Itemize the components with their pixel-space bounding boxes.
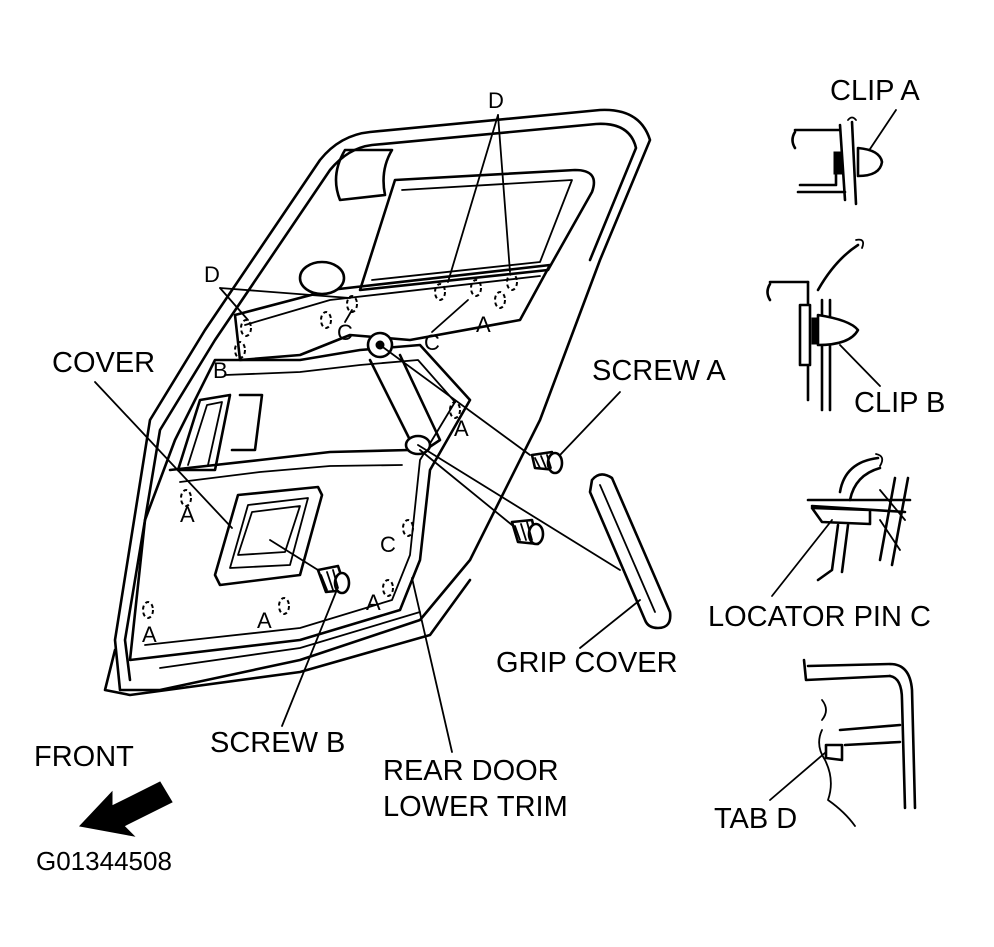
screw-a-part <box>379 344 564 475</box>
locator-pin-c-label: LOCATOR PIN C <box>708 601 931 633</box>
rear-door-lower-trim-label-line1: REAR DOOR <box>383 755 559 787</box>
tab-d-label: TAB D <box>714 803 797 835</box>
clip-b-label: CLIP B <box>854 387 945 419</box>
rear-door-lower-trim-label-line2: LOWER TRIM <box>383 791 568 823</box>
callout-c-1: C <box>337 320 353 345</box>
clip-a-label: CLIP A <box>830 75 920 107</box>
callout-a-6: A <box>366 590 381 615</box>
callout-c-3: C <box>380 532 396 557</box>
front-label: FRONT <box>34 741 134 773</box>
rear-door-lower-trim-drawing <box>103 108 652 697</box>
front-indicator: FRONT <box>34 741 173 837</box>
grip-cover-label: GRIP COVER <box>496 647 678 679</box>
tab-d-detail: TAB D <box>714 658 917 835</box>
screw-b-label: SCREW B <box>210 727 345 759</box>
front-arrow-icon <box>79 781 173 837</box>
figure-code: G01344508 <box>36 846 172 876</box>
clip-b-detail: CLIP B <box>766 238 945 419</box>
screw-a-label: SCREW A <box>592 355 726 387</box>
callout-d-left: D <box>204 262 220 287</box>
callout-c-2: C <box>424 330 440 355</box>
locator-pin-c-detail: LOCATOR PIN C <box>708 453 931 633</box>
callout-a-5: A <box>257 608 272 633</box>
callout-a-4: A <box>142 622 157 647</box>
callout-d-top: D <box>488 88 504 113</box>
screw-b-part <box>269 539 351 595</box>
callout-a-1: A <box>476 312 491 337</box>
callout-a-3: A <box>180 502 195 527</box>
clip-position-callouts: D D C C C B A A A A A A <box>142 88 504 647</box>
callout-b: B <box>213 358 228 383</box>
clip-a-detail: CLIP A <box>791 75 920 206</box>
callout-leaders <box>219 114 511 333</box>
screw-a-second-part <box>419 449 545 546</box>
cover-label: COVER <box>52 347 155 379</box>
grip-cover-part <box>417 444 672 630</box>
callout-a-2: A <box>454 416 469 441</box>
main-labels: COVER SCREW A GRIP COVER SCREW B REAR DO… <box>52 347 726 823</box>
